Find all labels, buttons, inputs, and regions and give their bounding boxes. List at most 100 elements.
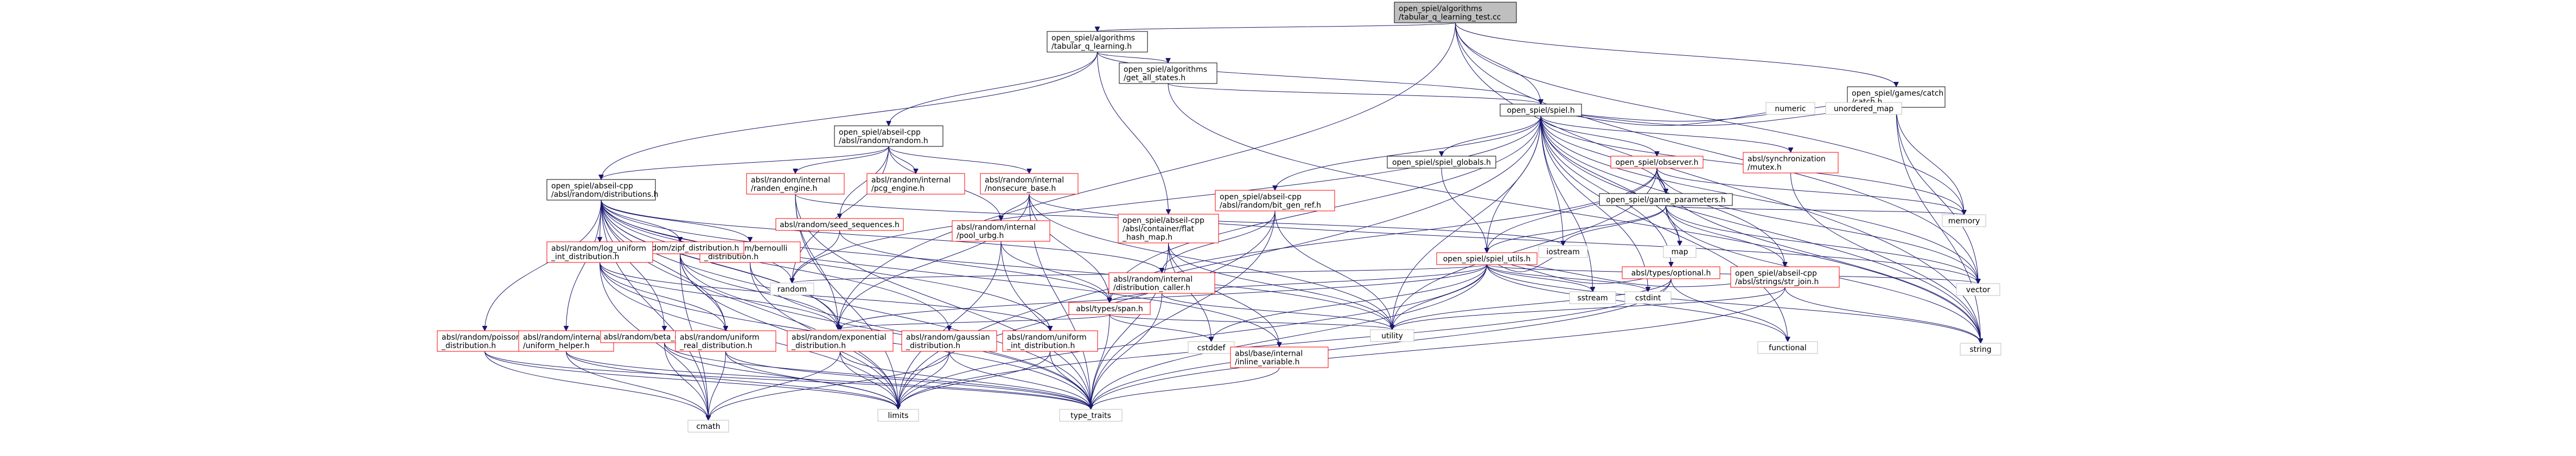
node-label: open_spiel/spiel_globals.h: [1392, 158, 1491, 167]
edge-seed_sequences_h-to-span_h: [839, 230, 1110, 303]
node-label: /get_all_states.h: [1124, 74, 1185, 82]
edge-catch_h-to-memory: [1896, 107, 1964, 215]
edge-root-to-string: [1455, 22, 1981, 343]
node-label: /uniform_helper.h: [523, 342, 590, 350]
node-label: cmath: [696, 422, 720, 431]
node-flat-hash-map-h[interactable]: open_spiel/abseil-cpp/absl/container/fla…: [1118, 214, 1219, 243]
edge-span_h-to-utility: [1109, 314, 1392, 330]
node-label: open_spiel/spiel.h: [1507, 106, 1574, 115]
edge-tql_h-to-get_all_states_h: [1097, 52, 1169, 63]
node-label: absl/types/span.h: [1076, 305, 1143, 313]
node-label: iostream: [1546, 248, 1580, 256]
node-spiel-h[interactable]: open_spiel/spiel.h: [1500, 104, 1582, 117]
edge-pool_urbg_h-to-limits: [898, 241, 1002, 409]
node-mutex-h[interactable]: absl/synchronization/mutex.h: [1743, 152, 1839, 174]
edge-tql_h-to-absl_random_h: [889, 52, 1098, 126]
node-label: /absl/container/flat: [1123, 225, 1195, 234]
edge-mutex_h-to-string: [1790, 172, 1981, 343]
node-spiel-utils-h[interactable]: open_spiel/spiel_utils.h: [1436, 252, 1538, 265]
node-inline-variable-h[interactable]: absl/base/internal/inline_variable.h: [1230, 346, 1329, 368]
node-span-h[interactable]: absl/types/span.h: [1068, 302, 1151, 315]
node-label: _hash_map.h: [1122, 233, 1172, 242]
node-label: open_spiel/abseil-cpp: [1735, 269, 1817, 278]
node-log-uniform-h[interactable]: absl/random/log_uniform_int_distribution…: [546, 241, 653, 263]
edge-spiel_h-to-str_join_h: [1540, 115, 1785, 267]
node-label: open_spiel/abseil-cpp: [1220, 192, 1302, 201]
node-root[interactable]: open_spiel/algorithms/tabular_q_learning…: [1394, 2, 1517, 23]
node-label: functional: [1769, 344, 1807, 352]
node-poisson-h[interactable]: absl/random/poisson_distribution.h: [437, 330, 533, 352]
node-label: absl/random/internal: [985, 176, 1064, 184]
edge-exponential_h-to-cmath: [709, 351, 840, 420]
edge-spiel_utils_h-to-utility: [1392, 264, 1487, 330]
node-vector: vector: [1956, 283, 2000, 296]
edge-spiel_h-to-numeric: [1540, 108, 1790, 126]
node-pcg-engine-h[interactable]: absl/random/internal/pcg_engine.h: [866, 173, 965, 195]
node-exponential-h[interactable]: absl/random/exponential_distribution.h: [787, 330, 894, 352]
edge-uniform_real_h-to-cmath: [709, 351, 726, 420]
node-label: open_spiel/spiel_utils.h: [1443, 255, 1531, 264]
node-label: absl/random/internal: [871, 176, 951, 184]
edge-spiel_utils_h-to-span_h: [1110, 264, 1487, 303]
edge-spiel_h-to-cstdint: [1540, 115, 1648, 292]
node-label: absl/random/gaussian: [906, 333, 990, 342]
node-uniform-int-h[interactable]: absl/random/uniform_int_distribution.h: [1002, 330, 1098, 352]
node-label: sstream: [1577, 294, 1608, 303]
edge-spiel_utils_h-to-sstream: [1487, 264, 1593, 292]
edge-spiel_utils_h-to-limits: [898, 264, 1487, 409]
node-get-all-states-h[interactable]: open_spiel/algorithms/get_all_states.h: [1119, 62, 1217, 84]
node-gaussian-h[interactable]: absl/random/gaussian_distribution.h: [901, 330, 997, 352]
node-optional-h[interactable]: absl/types/optional.h: [1622, 266, 1720, 279]
node-label: absl/random/exponential: [792, 333, 887, 342]
node-numeric: numeric: [1765, 102, 1815, 115]
node-pool-urbg-h[interactable]: absl/random/internal/pool_urbg.h: [952, 220, 1050, 242]
edge-spiel_h-to-map: [1540, 115, 1680, 246]
node-label: map: [1671, 248, 1688, 256]
node-label: absl/random/internal: [523, 333, 602, 342]
edge-beta_h-to-type_traits: [664, 342, 1091, 409]
node-spiel-globals-h[interactable]: open_spiel/spiel_globals.h: [1387, 156, 1496, 169]
node-randen-engine-h[interactable]: absl/random/internal/randen_engine.h: [746, 173, 845, 195]
edge-spiel_h-to-game_parameters_h: [1540, 115, 1666, 194]
edge-game_parameters_h-to-spiel_utils_h: [1487, 205, 1666, 253]
node-tql-h[interactable]: open_spiel/algorithms/tabular_q_learning…: [1047, 31, 1148, 53]
edge-game_parameters_h-to-vector: [1666, 205, 1979, 284]
edge-nonsecure_base_h-to-span_h: [1029, 194, 1110, 303]
edge-tql_h-to-flat_hash_map_h: [1097, 52, 1169, 214]
node-map: map: [1663, 245, 1697, 258]
node-game-parameters-h[interactable]: open_spiel/game_parameters.h: [1599, 193, 1733, 206]
node-label: /mutex.h: [1748, 163, 1782, 172]
edge-randen_engine_h-to-type_traits: [795, 194, 1091, 409]
edge-spiel_h-to-utility: [1392, 115, 1541, 330]
edge-nonsecure_base_h-to-vector: [1029, 194, 1978, 284]
node-bit-gen-ref-h[interactable]: open_spiel/abseil-cpp/absl/random/bit_ge…: [1215, 190, 1335, 211]
node-distribution-caller-h[interactable]: absl/random/internal/distribution_caller…: [1108, 272, 1215, 294]
node-label: absl/random/uniform: [1007, 333, 1087, 342]
node-str-join-h[interactable]: open_spiel/abseil-cpp/absl/strings/str_j…: [1730, 266, 1840, 288]
node-seed-sequences-h[interactable]: absl/random/seed_sequences.h: [775, 218, 904, 231]
node-nonsecure-base-h[interactable]: absl/random/internal/nonsecure_base.h: [980, 173, 1079, 195]
edge-spiel_utils_h-to-cstdint: [1487, 264, 1648, 292]
edge-nonsecure_base_h-to-pool_urbg_h: [1001, 194, 1030, 221]
edge-poisson_h-to-limits: [484, 351, 898, 409]
node-observer-h[interactable]: open_spiel/observer.h: [1610, 156, 1704, 169]
edge-catch_h-to-string: [1896, 107, 1981, 343]
node-uniform-real-h[interactable]: absl/random/uniform_real_distribution.h: [675, 330, 776, 352]
node-distributions-h[interactable]: open_spiel/abseil-cpp/absl/random/distri…: [546, 179, 659, 201]
edge-distribution_caller_h-to-utility: [1162, 293, 1393, 330]
node-absl-random-h[interactable]: open_spiel/abseil-cpp/absl/random/random…: [834, 125, 943, 147]
node-label: cstdint: [1635, 294, 1661, 303]
edge-spiel_h-to-functional: [1540, 115, 1788, 342]
edge-observer_h-to-vector: [1656, 168, 1978, 284]
node-string: string: [1960, 343, 2001, 356]
edge-spiel_utils_h-to-string: [1487, 264, 1981, 343]
edge-distributions_h-to-distribution_caller_h: [601, 200, 1162, 273]
edge-distributions_h-to-beta_h: [601, 200, 665, 331]
edge-spiel_h-to-random: [792, 115, 1541, 283]
node-uniform-helper-h[interactable]: absl/random/internal/uniform_helper.h: [518, 330, 614, 352]
node-memory: memory: [1942, 214, 1986, 227]
node-label: absl/random/uniform: [680, 333, 760, 342]
node-label: open_spiel/abseil-cpp: [551, 182, 633, 190]
edge-flat_hash_map_h-to-inline_variable_h: [1168, 242, 1280, 347]
edge-distributions_h-to-bernoulli_h: [601, 200, 750, 242]
